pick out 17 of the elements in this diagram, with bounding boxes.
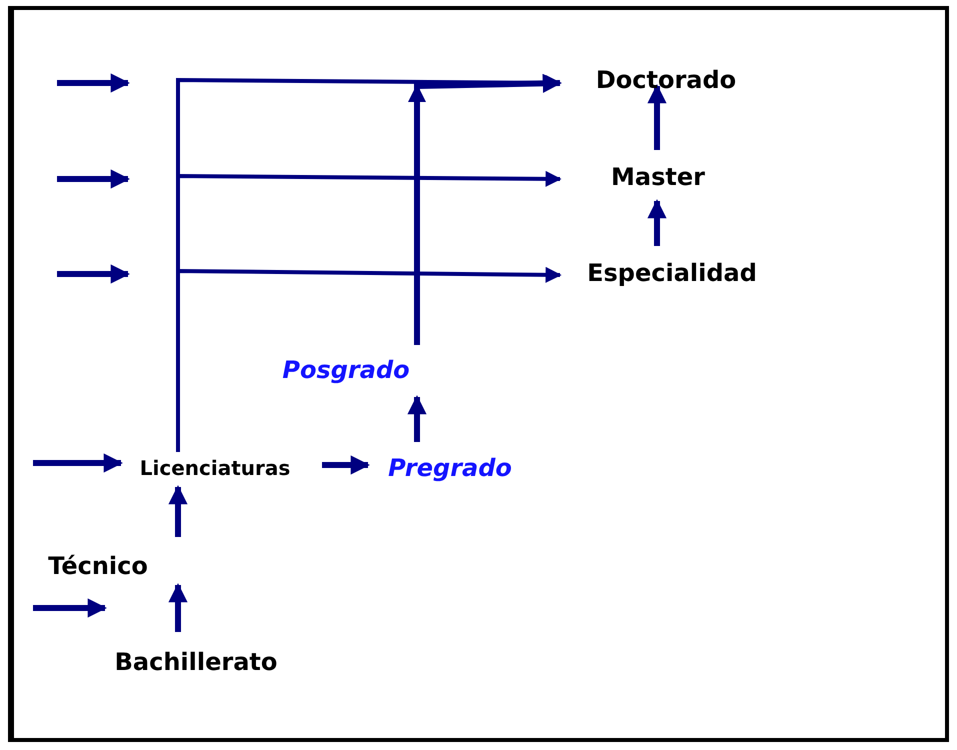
arrow: [408, 74, 562, 345]
level-label: Técnico: [48, 552, 148, 580]
level-label: Master: [611, 163, 705, 191]
arrow: [176, 266, 562, 452]
level-label: Bachillerato: [114, 648, 278, 676]
level-label: Posgrado: [282, 356, 410, 384]
level-label: Doctorado: [596, 66, 736, 94]
arrow: [407, 395, 427, 442]
arrow: [322, 455, 370, 475]
arrow: [647, 84, 667, 150]
level-label: Licenciaturas: [140, 456, 290, 480]
arrow: [33, 453, 123, 473]
arrow: [647, 199, 667, 246]
arrow: [168, 485, 188, 537]
level-label: Especialidad: [587, 259, 757, 287]
arrow: [168, 583, 188, 632]
level-label: Pregrado: [388, 454, 512, 482]
